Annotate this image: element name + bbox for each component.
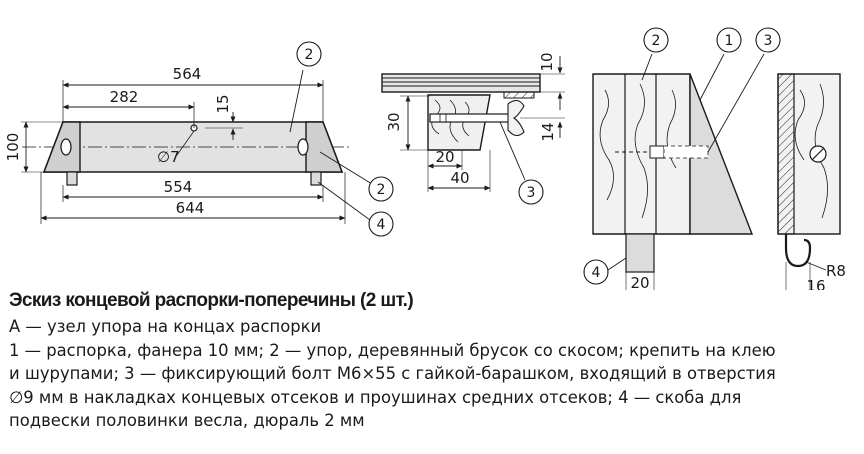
caption-line: А — узел упора на концах распорки <box>9 317 322 336</box>
dim-554: 554 <box>164 178 193 196</box>
svg-text:2: 2 <box>652 33 661 49</box>
svg-text:3: 3 <box>764 33 773 49</box>
svg-text:2: 2 <box>377 182 386 198</box>
dim-282: 282 <box>110 88 139 106</box>
dim-10: 10 <box>538 52 556 71</box>
section-view: 20 16 R8 2 1 3 4 <box>583 27 846 290</box>
caption: Эскиз концевой распорки-поперечины (2 шт… <box>9 287 859 433</box>
bracket-right <box>310 171 322 186</box>
section-bracket <box>625 233 655 273</box>
callout-4-bracket <box>368 211 394 237</box>
callout-1-plate <box>716 27 742 53</box>
dim-15: 15 <box>214 94 232 113</box>
caption-line: 1 — распорка, фанера 10 мм; 2 — упор, де… <box>9 340 776 360</box>
svg-text:1: 1 <box>725 33 734 49</box>
svg-text:3: 3 <box>527 185 536 201</box>
bolt-head-right <box>297 138 309 156</box>
technical-drawing: 564 282 15 100 ∅7 554 644 2 <box>4 27 846 290</box>
plate-layers <box>381 73 541 93</box>
dim-564: 564 <box>173 65 202 83</box>
stop-bracket <box>503 91 535 99</box>
dim-hole: ∅7 <box>157 148 180 166</box>
callout-3-bolt <box>518 179 544 205</box>
dim-644: 644 <box>176 199 205 217</box>
dim-40: 40 <box>450 169 469 187</box>
dim-16: 16 <box>806 277 825 290</box>
bolt-head-left <box>60 138 72 156</box>
dim-20-mid: 20 <box>435 148 454 166</box>
stop-detail-view: 10 30 14 20 40 3 <box>381 52 565 205</box>
dim-100: 100 <box>4 133 22 162</box>
caption-line: подвески половинки весла, дюраль 2 мм <box>9 411 365 430</box>
wing-nut <box>507 99 525 137</box>
dim-30: 30 <box>385 112 403 131</box>
svg-text:4: 4 <box>592 265 601 281</box>
caption-line: ∅9 мм в накладках концевых отсеков и про… <box>9 387 742 407</box>
dim-14: 14 <box>539 122 557 141</box>
svg-text:4: 4 <box>377 217 386 233</box>
callout-4-section <box>583 259 609 285</box>
caption-line: и шурупами; 3 — фиксирующий болт М6×55 с… <box>9 364 776 383</box>
bolt-shaft <box>429 113 511 123</box>
callout-2-stop <box>368 176 394 202</box>
callout-2-section <box>643 27 669 53</box>
dim-20-right: 20 <box>630 274 649 290</box>
callout-2-bar <box>296 41 322 67</box>
bracket-left <box>66 171 78 186</box>
spreader-bar-view: 564 282 15 100 ∅7 554 644 2 <box>4 41 394 237</box>
dim-r8: R8 <box>826 262 846 280</box>
caption-title: Эскиз концевой распорки-поперечины (2 шт… <box>9 290 414 311</box>
svg-text:2: 2 <box>305 47 314 63</box>
side-hook <box>784 234 812 268</box>
callout-3-section <box>755 27 781 53</box>
